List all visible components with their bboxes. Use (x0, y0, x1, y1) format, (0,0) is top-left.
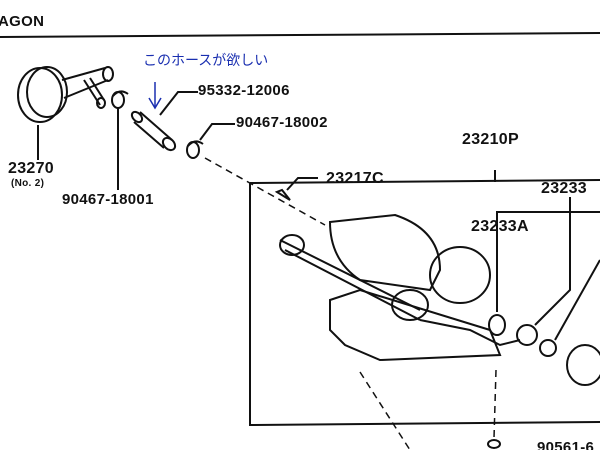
screw (539, 339, 557, 357)
part-label-bottom: 90561-6 (537, 439, 595, 450)
part-label-23270: 23270 (8, 160, 54, 177)
part-label-23233: 23233 (541, 180, 587, 197)
fitting (566, 344, 600, 386)
part-label-95332-12006: 95332-12006 (198, 82, 290, 99)
leader-screw (554, 259, 600, 341)
dashed-guide-2 (359, 371, 411, 450)
part-23217C (274, 188, 291, 201)
hose-95332-12006 (130, 110, 177, 152)
dashed-guide (204, 157, 326, 226)
leader-23217C (286, 177, 318, 191)
assembly-box (249, 179, 600, 427)
bolt (487, 439, 501, 449)
header-title: AGON (0, 13, 45, 30)
part-label-90467-18002: 90467-18002 (236, 114, 328, 131)
part-label-23270-sub: (No. 2) (11, 178, 45, 189)
filter-part-23270 (17, 66, 114, 123)
leader-23233A (496, 211, 600, 312)
clip-90467-18002 (186, 140, 204, 159)
part-label-23210P: 23210P (462, 131, 519, 148)
dashed-guide-3 (493, 369, 497, 439)
fuel-pump (279, 213, 521, 362)
header-rule (0, 32, 600, 38)
part-label-23217C: 23217C (326, 170, 384, 187)
annotation-note: このホースが欲しい (143, 53, 269, 69)
leader-18002 (199, 123, 235, 141)
arrow-down-icon (148, 82, 162, 110)
clip-90467-18001 (111, 90, 129, 109)
part-label-23233A: 23233A (471, 218, 529, 235)
part-label-90467-18001: 90467-18001 (62, 191, 154, 208)
part-23233 (516, 324, 538, 346)
washer-23233A (488, 314, 506, 336)
leader-23233 (534, 197, 571, 326)
leader-95332 (159, 91, 198, 116)
